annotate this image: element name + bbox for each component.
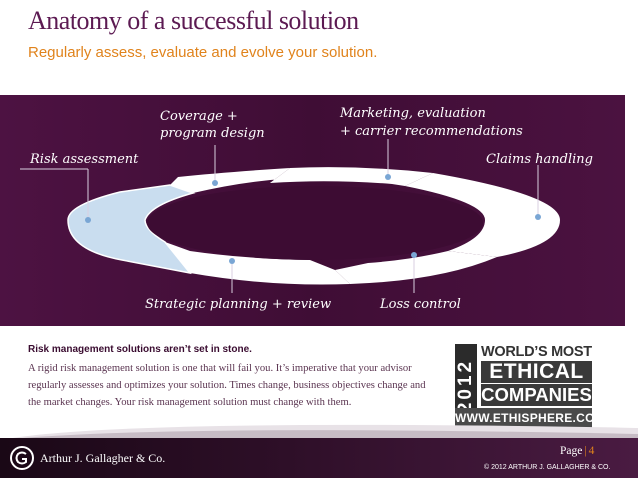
label-marketing-line2: + carrier recommendations (340, 124, 523, 139)
caption-heading: Risk management solutions aren’t set in … (28, 344, 252, 355)
caption-body: A rigid risk management solution is one … (28, 363, 426, 408)
footer-swoosh (0, 424, 638, 440)
badge-line1: WORLD’S MOST (481, 344, 592, 360)
badge-line3: COMPANIES (481, 384, 592, 406)
badge-year-strip: 2012 (455, 344, 477, 428)
footer-bar: Arthur J. Gallagher & Co. Page|4 © 2012 … (0, 438, 638, 478)
ring-segment-risk-assessment (67, 184, 196, 275)
ring-inner-hole (147, 186, 483, 260)
ring-segment-claims (405, 173, 560, 257)
page-separator: | (584, 445, 587, 457)
ethisphere-badge: 2012 WORLD’S MOST ETHICAL COMPANIES WWW.… (455, 344, 605, 428)
slide-title: Anatomy of a successful solution (28, 6, 359, 35)
badge-line2: ETHICAL (481, 361, 592, 383)
slide-subtitle: Regularly assess, evaluate and evolve yo… (28, 44, 378, 61)
page-number: 4 (588, 445, 595, 457)
page-label: Page (560, 445, 583, 457)
label-risk-assessment: Risk assessment (29, 152, 139, 167)
cycle-diagram: Risk assessment Coverage + program desig… (20, 106, 593, 312)
label-strategic-planning: Strategic planning + review (145, 297, 331, 312)
label-claims-handling: Claims handling (486, 152, 593, 167)
label-loss-control: Loss control (379, 297, 461, 312)
badge-year: 2012 (455, 358, 476, 414)
label-coverage-line1: Coverage + (160, 109, 238, 124)
gallagher-logo-icon (10, 446, 34, 470)
copyright: © 2012 ARTHUR J. GALLAGHER & CO. (484, 464, 611, 471)
ring-segment-marketing (270, 167, 433, 186)
company-name: Arthur J. Gallagher & Co. (40, 451, 166, 465)
ring-segment-strategic (165, 242, 350, 285)
page-indicator: Page|4 (560, 445, 594, 457)
ring-segment-loss-control (335, 251, 497, 284)
label-marketing-line1: Marketing, evaluation (339, 106, 486, 121)
label-coverage-line2: program design (160, 126, 265, 141)
cycle-diagram-panel: Risk assessment Coverage + program desig… (0, 95, 625, 326)
ring-segment-coverage (170, 168, 290, 193)
badge-url: WWW.ETHISPHERE.COM (455, 408, 605, 428)
